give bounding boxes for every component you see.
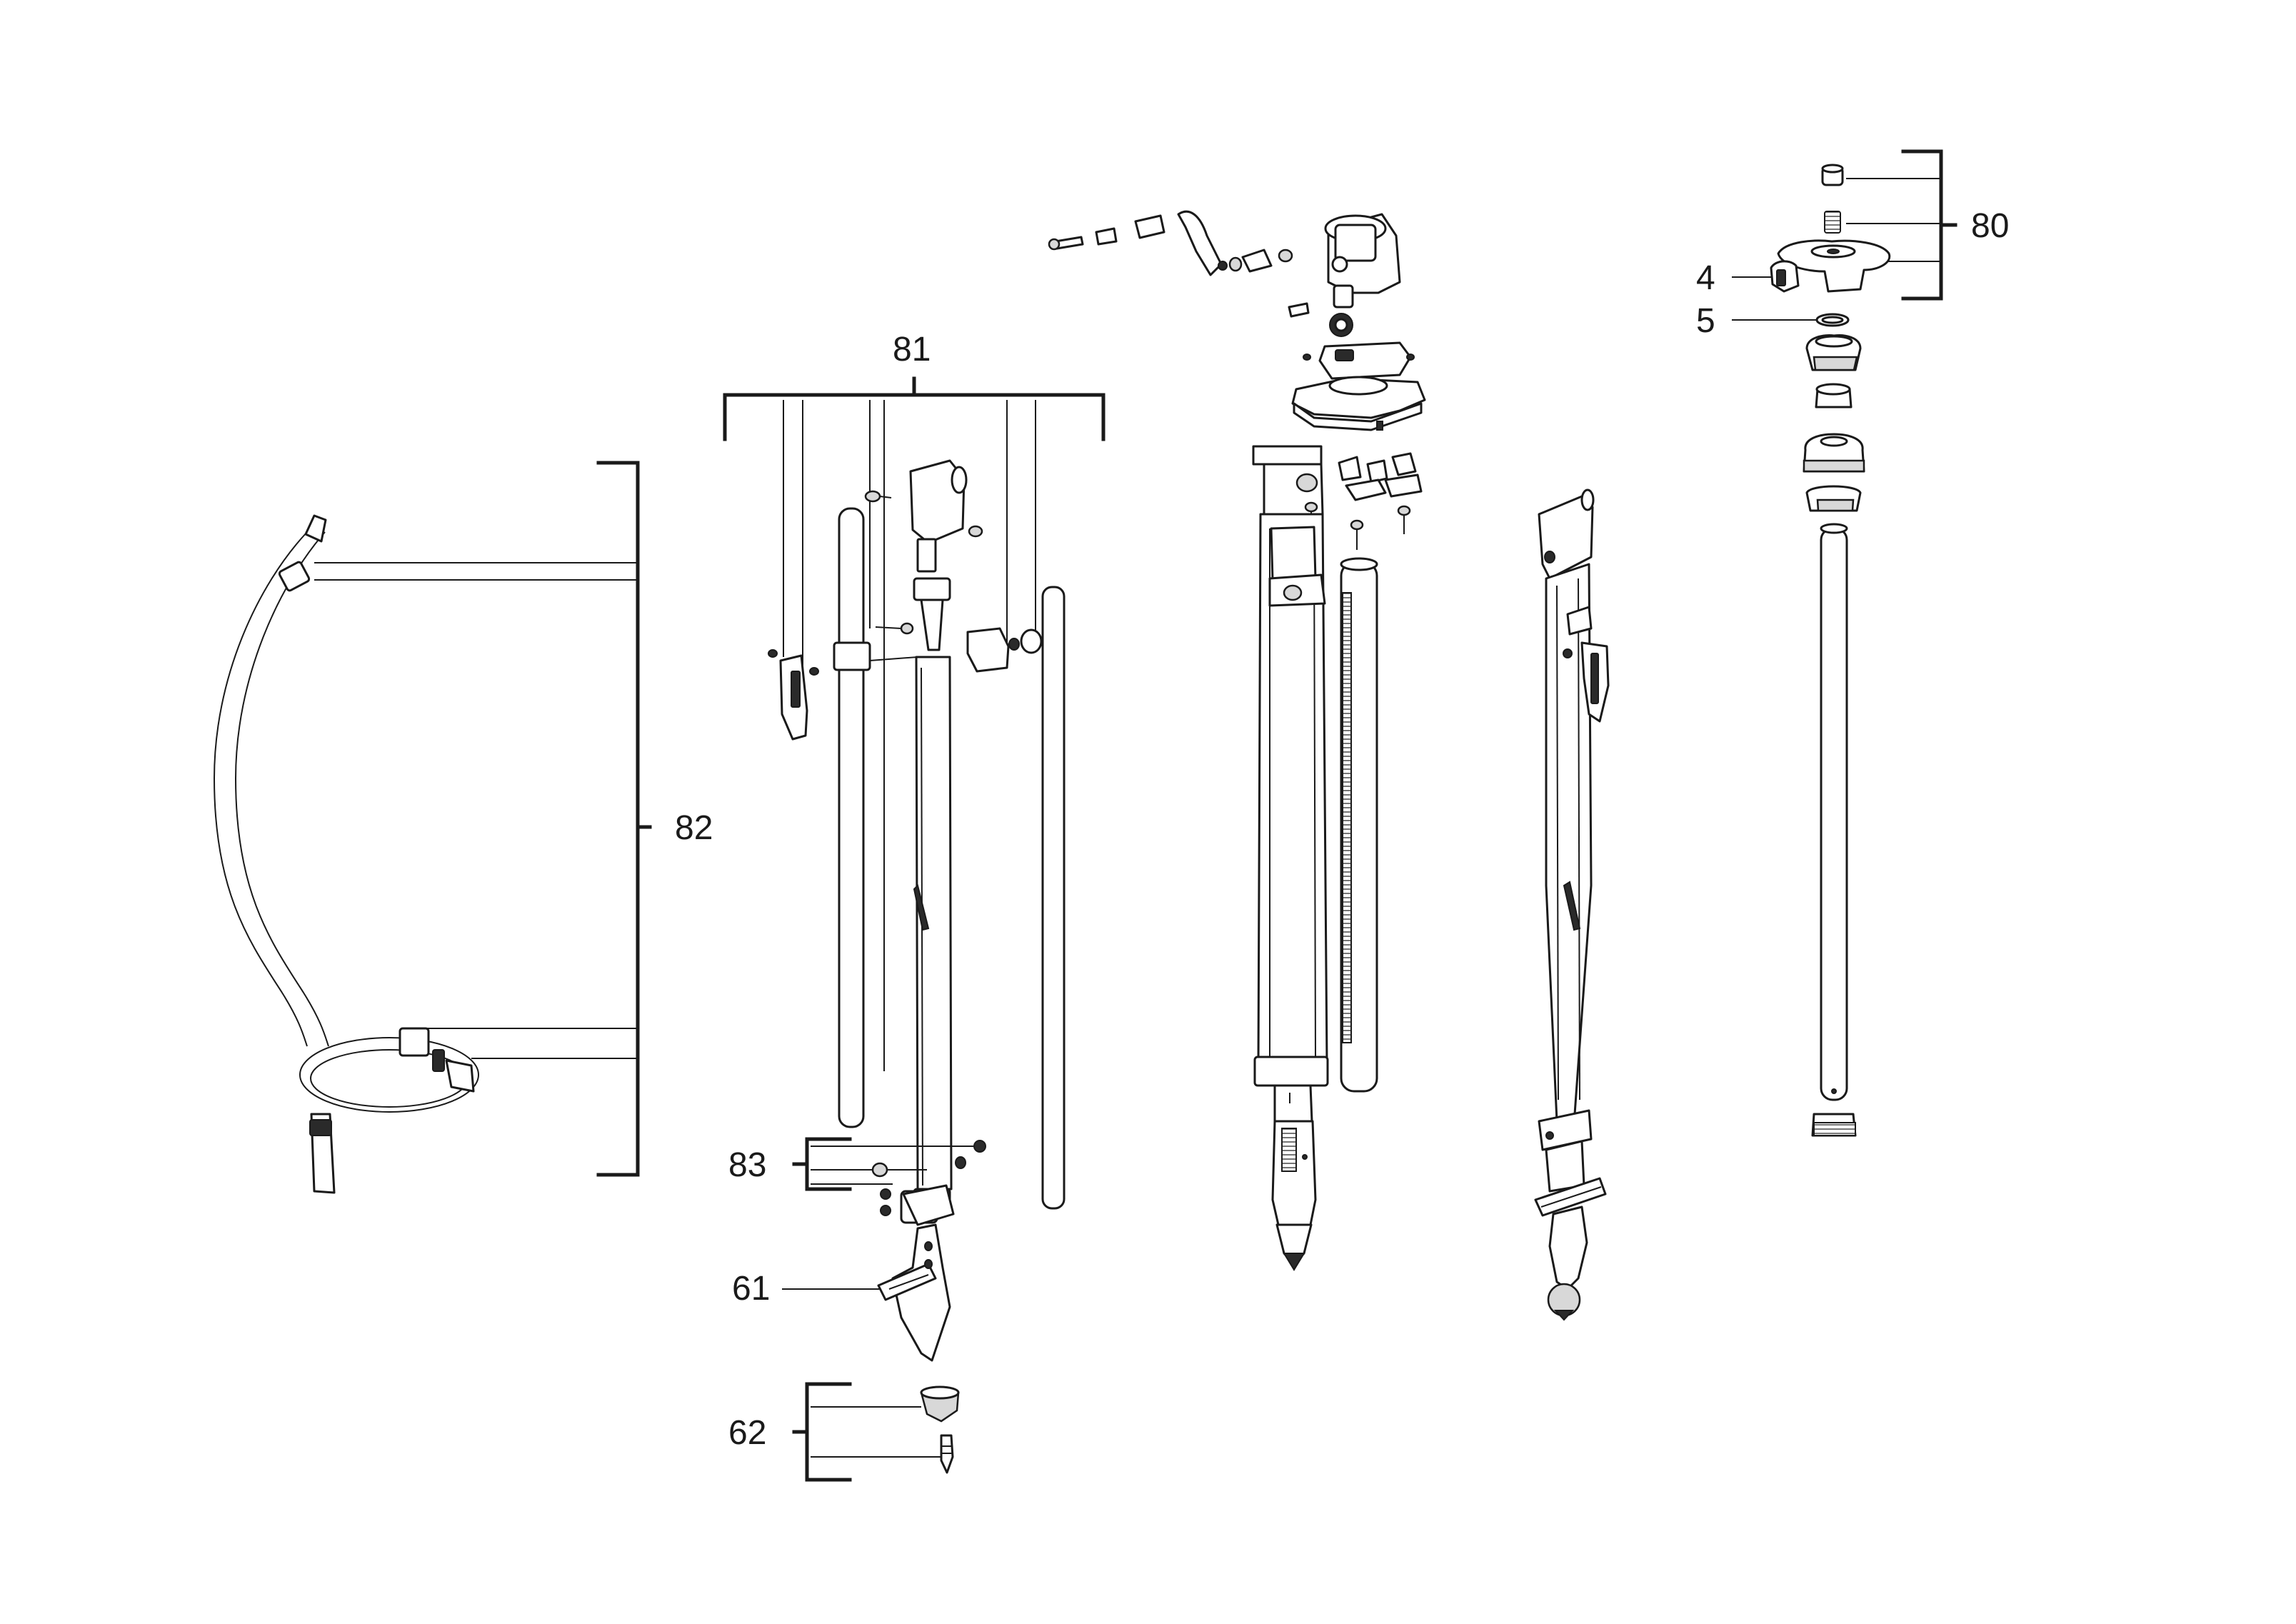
callout-81: 81 bbox=[893, 331, 931, 369]
leg-parts-exploded bbox=[768, 459, 1066, 1362]
bracket-81 bbox=[723, 393, 1106, 441]
bracket-62 bbox=[805, 1382, 852, 1482]
callout-4: 4 bbox=[1696, 259, 1715, 297]
tripod-head-assembly bbox=[1048, 210, 1426, 550]
strap-assembly bbox=[213, 514, 638, 1194]
callout-82: 82 bbox=[675, 809, 713, 847]
foot-tip-62 bbox=[811, 1385, 960, 1474]
bracket-82 bbox=[596, 461, 640, 1177]
callout-61: 61 bbox=[732, 1270, 770, 1308]
hardware-83 bbox=[811, 1140, 986, 1216]
callout-62: 62 bbox=[728, 1414, 766, 1452]
callout-80: 80 bbox=[1971, 207, 2009, 245]
tripod-leg-right bbox=[1534, 488, 1610, 1321]
screw-set bbox=[864, 490, 983, 635]
callout-81-leaders bbox=[783, 400, 1036, 1071]
bracket-80 bbox=[1901, 149, 1943, 301]
tripod-leg-center bbox=[1253, 513, 1378, 1271]
callout-83: 83 bbox=[728, 1146, 766, 1184]
callout-5: 5 bbox=[1696, 302, 1715, 340]
center-pole-assembly bbox=[1770, 164, 1891, 1137]
